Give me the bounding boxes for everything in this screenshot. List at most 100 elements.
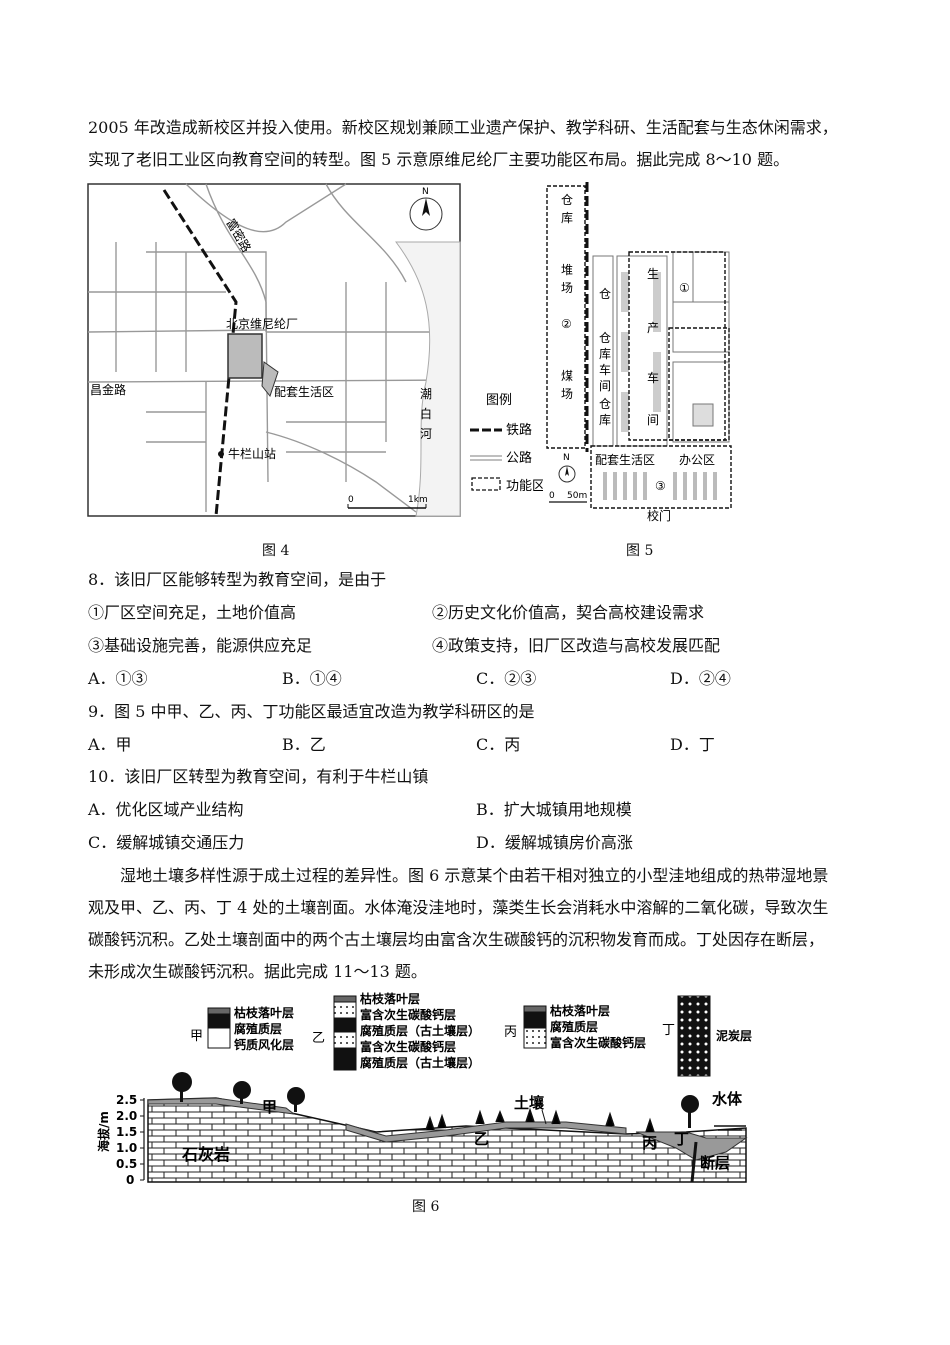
- fig5-warehouse2: 仓: [599, 287, 611, 301]
- figure-6-caption: 图 6: [412, 1199, 440, 1215]
- fig5-production-3: 车: [647, 370, 659, 385]
- figure-4-map: N 富密路 北京维尼纶厂 昌金路 配套生活区 潮 白 河 牛栏山站 0 1km: [87, 183, 461, 517]
- q9-option-a: A．甲: [88, 735, 132, 754]
- fig6-ytick-3: 1.5: [116, 1125, 137, 1139]
- fig6-yi-layer-5: 腐殖质层（古土壤层）: [360, 1055, 480, 1070]
- fig6-ytick-2: 2.0: [116, 1109, 137, 1123]
- fig5-coal-a: 煤: [561, 369, 573, 383]
- fig4-river-3: 河: [420, 427, 432, 441]
- fig4-living-label: 配套生活区: [274, 385, 334, 399]
- fig5-zone1: ①: [679, 281, 690, 295]
- fig6-ytick-4: 1.0: [116, 1141, 137, 1155]
- fig6-fault: 断层: [700, 1154, 730, 1172]
- fig5-gate: 校门: [647, 508, 671, 522]
- fig6-site-ding: 丁: [674, 1130, 689, 1148]
- fig5-production-2: 产: [647, 321, 659, 335]
- legend-title: 图例: [486, 393, 512, 408]
- q9-option-c: C．丙: [476, 735, 521, 754]
- fig5-workshop-b: 间: [599, 379, 611, 393]
- fig5-living: 配套生活区: [595, 453, 655, 467]
- fig5-warehouse4-a: 仓: [599, 397, 611, 411]
- fig6-yi-label: 乙: [312, 1031, 325, 1046]
- fig6-bing-layer-1: 枯枝落叶层: [550, 1003, 610, 1018]
- q10-option-a: A．优化区域产业结构: [88, 800, 244, 819]
- q8-option-c: C．②③: [476, 669, 537, 688]
- legend-rail: 铁路: [506, 422, 532, 438]
- fig5-zone3: ③: [655, 479, 666, 493]
- fig4-scale-km: 1km: [408, 495, 428, 505]
- fig5-warehouse3-a: 仓: [599, 331, 611, 345]
- legend-road: 公路: [506, 450, 532, 466]
- fig5-scale-m: 50m: [567, 491, 587, 501]
- fig4-scale-zero: 0: [348, 495, 354, 505]
- figure-6-profile: 甲 枯枝落叶层 腐殖质层 钙质风化层 乙 枯枝落叶层 富含次生碳酸钙层 腐殖质层…: [96, 992, 752, 1187]
- legend-zone: 功能区: [506, 479, 545, 494]
- fig6-jia-layer-3: 钙质风化层: [234, 1037, 294, 1052]
- fig5-warehouse3-b: 库: [599, 346, 611, 361]
- fig6-limestone: 石灰岩: [181, 1145, 230, 1164]
- fig6-ding-label: 丁: [662, 1023, 675, 1038]
- fig5-yard-b: 场: [561, 281, 573, 295]
- fig6-yi-layer-3: 腐殖质层（古土壤层）: [360, 1023, 480, 1038]
- q8-statement-3: ③基础设施完善，能源供应充足: [88, 636, 313, 655]
- fig6-ytick-5: 0.5: [116, 1157, 137, 1171]
- q9-option-b: B．乙: [282, 735, 326, 754]
- fig4-north-label: N: [422, 187, 429, 197]
- fig6-ytick-1: 2.5: [116, 1093, 137, 1107]
- fig6-yi-layer-1: 枯枝落叶层: [360, 992, 420, 1006]
- fig4-river-2: 白: [420, 406, 432, 421]
- fig5-office: 办公区: [679, 452, 715, 467]
- fig6-ylabel: 海拔/m: [96, 1111, 111, 1152]
- fig5-production-4: 间: [647, 413, 659, 427]
- q8-statement-2: ②历史文化价值高，契合高校建设需求: [432, 603, 705, 622]
- fig5-yard-a: 堆: [561, 263, 573, 277]
- fig4-factory-label: 北京维尼纶厂: [226, 317, 298, 331]
- figure-5-plan: 仓 库 堆 场 ② 煤 场 仓 仓 库 车 间 仓 库 生 产 车 间 ① 配套…: [543, 182, 735, 522]
- fig5-warehouse1-a: 仓: [561, 193, 573, 207]
- q10-stem: 10．该旧厂区转型为教育空间，有利于牛栏山镇: [88, 767, 429, 786]
- fig4-station-label: 牛栏山站: [228, 446, 276, 461]
- fig5-coal-b: 场: [561, 387, 573, 401]
- passage2-line-3: 碳酸钙沉积。乙处土壤剖面中的两个古土壤层均由富含次生碳酸钙的沉积物发育而成。丁处…: [88, 930, 825, 949]
- intro-line-1: 2005 年改造成新校区并投入使用。新校区规划兼顾工业遗产保护、教学科研、生活配…: [88, 118, 838, 137]
- fig6-yi-layer-4: 富含次生碳酸钙层: [360, 1039, 456, 1054]
- figure-5-caption: 图 5: [626, 543, 654, 559]
- figure-4-caption: 图 4: [262, 543, 290, 559]
- fig5-workshop-a: 车: [599, 362, 611, 377]
- fig6-yi-layer-2: 富含次生碳酸钙层: [360, 1007, 456, 1022]
- fig6-ytick-6: 0: [126, 1173, 134, 1187]
- fig5-zone2: ②: [561, 317, 572, 331]
- fig5-scale-zero: 0: [549, 491, 555, 501]
- fig6-ding-layer-1: 泥炭层: [716, 1028, 752, 1043]
- q8-option-d: D．②④: [670, 669, 731, 688]
- fig6-jia-label: 甲: [190, 1029, 203, 1044]
- fig5-production-1: 生: [647, 267, 659, 281]
- fig6-bing-label: 丙: [504, 1025, 517, 1040]
- fig5-warehouse4-b: 库: [599, 412, 611, 427]
- fig5-warehouse1-b: 库: [561, 210, 573, 225]
- passage2-line-4: 未形成次生碳酸钙沉积。据此完成 11～13 题。: [88, 962, 427, 981]
- q8-option-a: A．①③: [88, 669, 148, 688]
- fig4-river-1: 潮: [420, 386, 432, 401]
- fig6-soil: 土壤: [514, 1094, 545, 1112]
- fig6-site-bing: 丙: [642, 1134, 657, 1152]
- q10-option-b: B．扩大城镇用地规模: [476, 800, 632, 819]
- q10-option-d: D．缓解城镇房价高涨: [476, 833, 633, 852]
- fig6-water: 水体: [712, 1090, 743, 1108]
- fig6-jia-layer-2: 腐殖质层: [234, 1021, 282, 1036]
- q9-stem: 9．图 5 中甲、乙、丙、丁功能区最适宜改造为教学科研区的是: [88, 702, 535, 721]
- fig6-jia-layer-1: 枯枝落叶层: [234, 1005, 294, 1020]
- q8-statement-1: ①厂区空间充足，土地价值高: [88, 603, 297, 622]
- fig6-bing-layer-2: 腐殖质层: [550, 1019, 598, 1034]
- q9-option-d: D．丁: [670, 735, 715, 754]
- fig6-bing-layer-3: 富含次生碳酸钙层: [550, 1035, 646, 1050]
- intro-line-2: 实现了老旧工业区向教育空间的转型。图 5 示意原维尼纶厂主要功能区布局。据此完成…: [88, 150, 790, 169]
- q10-option-c: C．缓解城镇交通压力: [88, 833, 245, 852]
- figure-5-legend: 图例 铁路 公路 功能区: [470, 393, 545, 494]
- q8-option-b: B．①④: [282, 669, 342, 688]
- fig5-north-label: N: [563, 453, 570, 463]
- passage2-line-2: 观及甲、乙、丙、丁 4 处的土壤剖面。水体淹没洼地时，藻类生长会消耗水中溶解的二…: [88, 898, 829, 917]
- fig6-site-yi: 乙: [474, 1130, 489, 1148]
- fig4-changjin-road: 昌金路: [90, 382, 126, 397]
- q8-statement-4: ④政策支持，旧厂区改造与高校发展匹配: [432, 636, 721, 655]
